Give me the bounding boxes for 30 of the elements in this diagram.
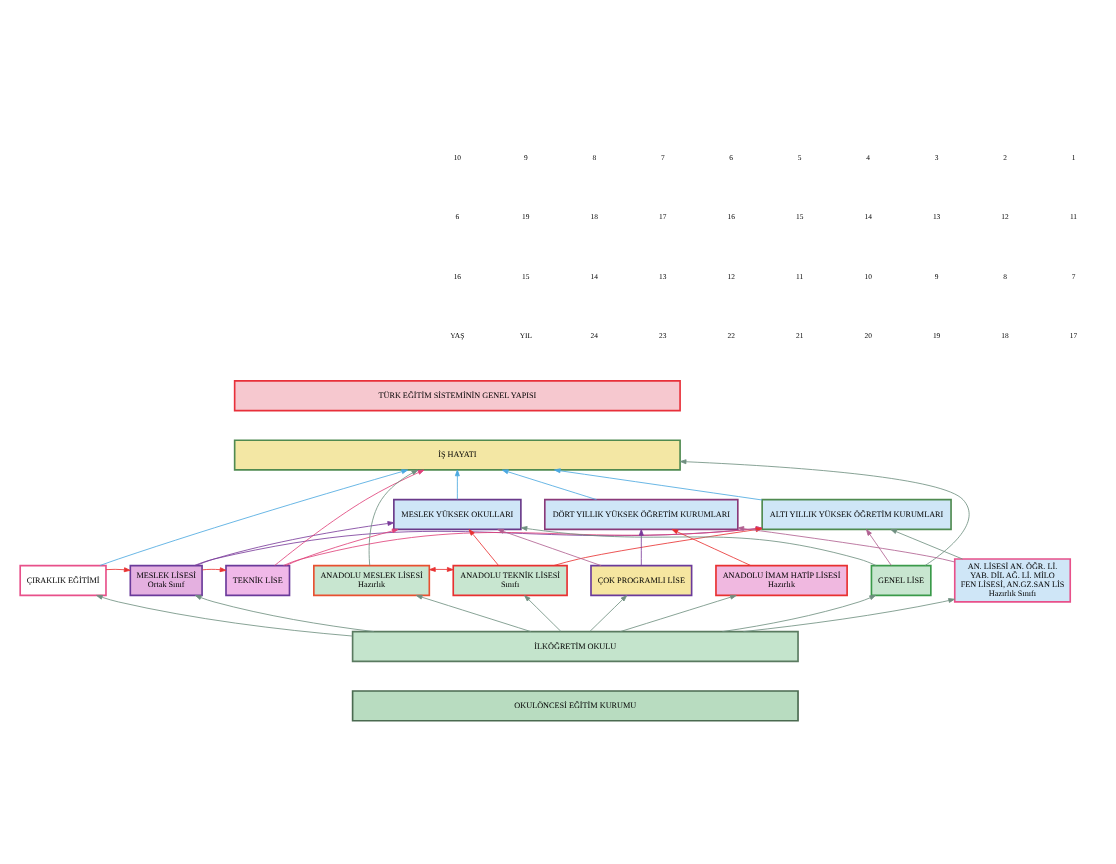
arrow: [195, 521, 395, 566]
arrow: [671, 529, 752, 566]
arrow: [415, 594, 532, 632]
arrow: [429, 567, 454, 572]
arrow: [679, 459, 970, 566]
arrow: [524, 595, 562, 632]
arrow: [501, 469, 597, 501]
arrow: [96, 594, 353, 637]
arrow: [553, 527, 763, 566]
arrow: [520, 526, 877, 566]
arrow: [554, 468, 763, 501]
arrow: [866, 529, 892, 566]
arrow: [619, 594, 737, 632]
arrow: [454, 469, 460, 500]
arrow: [368, 469, 419, 566]
arrow: [99, 469, 409, 566]
arrow: [194, 595, 375, 632]
arrow: [890, 529, 963, 560]
arrow: [468, 529, 499, 566]
arrow: [283, 526, 763, 566]
arrow: [737, 526, 955, 563]
arrow: [742, 598, 955, 633]
arrow: [274, 469, 425, 566]
arrow: [497, 529, 602, 566]
arrow: [721, 594, 877, 632]
arrow: [105, 567, 131, 573]
arrow: [201, 567, 227, 573]
arrow: [589, 595, 628, 632]
arrow: [638, 529, 644, 566]
arrow: [285, 528, 399, 566]
